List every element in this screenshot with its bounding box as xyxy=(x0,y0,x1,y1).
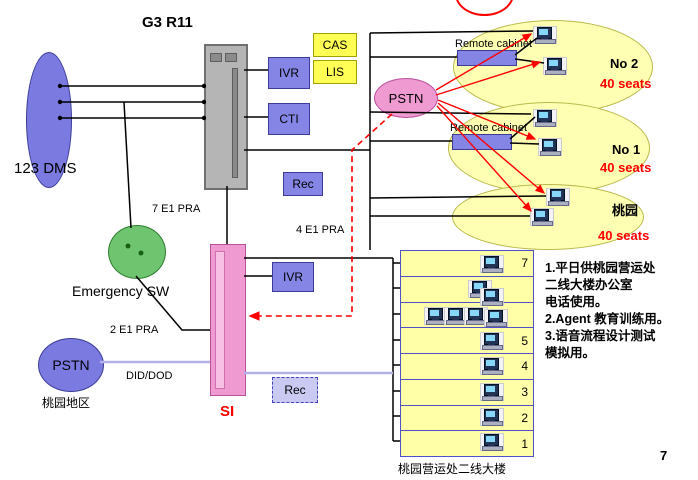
switch-groove xyxy=(232,68,238,178)
note-line: 1.平日供桃园营运处 xyxy=(545,261,656,275)
workstation-icon xyxy=(464,307,488,325)
seat-row-number: 4 xyxy=(521,359,528,374)
switch-vent-slot xyxy=(210,53,222,62)
workstation-icon xyxy=(533,26,557,44)
seat-row-number: 1 xyxy=(521,436,528,451)
workstation-icon xyxy=(533,109,557,127)
seat-row-number: 3 xyxy=(521,385,528,400)
si-switch-node xyxy=(210,244,246,396)
workstation-icon xyxy=(484,309,508,327)
site-seats-no1: 40 seats xyxy=(600,160,652,175)
si-label: SI xyxy=(220,403,235,420)
workstation-icon xyxy=(480,433,504,451)
workstation-icon xyxy=(480,357,504,375)
site-seats-taoyuan: 40 seats xyxy=(598,228,650,243)
remote-cabinet-label: Remote cabinet xyxy=(450,122,528,134)
workstation-icon xyxy=(480,332,504,350)
seat-row: 4 xyxy=(401,354,533,380)
remote-cabinet-label: Remote cabinet xyxy=(455,38,533,50)
note-line: 二线大楼办公室 xyxy=(545,278,633,292)
workstation-icon xyxy=(530,208,554,226)
region-label: 桃园地区 xyxy=(42,396,91,410)
seat-row-number: 2 xyxy=(521,410,528,425)
pstn-top-node: PSTN xyxy=(374,78,438,118)
seat-row xyxy=(401,303,533,329)
cti-box: CTI xyxy=(268,103,310,135)
rec-top-box: Rec xyxy=(283,172,323,196)
trunk-label-2e1: 2 E1 PRA xyxy=(110,324,159,336)
emergency-sw-node xyxy=(108,225,166,279)
seat-row-number: 5 xyxy=(521,333,528,348)
red-highlight-arc xyxy=(455,0,514,16)
page-number: 7 xyxy=(660,448,668,463)
building-caption: 桃园营运处二线大楼 xyxy=(398,462,507,476)
building-seat-table: 7 5 4 3 2 1 xyxy=(400,250,534,457)
seat-row: 3 xyxy=(401,380,533,406)
dms-node xyxy=(26,52,72,188)
workstation-icon xyxy=(543,57,567,75)
rec-bottom-box: Rec xyxy=(272,377,318,403)
note-line: 电话使用。 xyxy=(545,295,608,309)
trunk-label-7e1: 7 E1 PRA xyxy=(152,203,201,215)
ivr-bottom-box: IVR xyxy=(272,262,314,292)
seat-row xyxy=(401,277,533,303)
switch-vent-slot xyxy=(225,53,237,62)
seat-row: 5 xyxy=(401,328,533,354)
workstation-icon xyxy=(480,255,504,273)
site-name-no2: No 2 xyxy=(610,56,639,71)
remote-cabinet-box xyxy=(457,50,517,66)
workstation-icon xyxy=(444,307,468,325)
seat-row-number: 7 xyxy=(521,256,528,271)
si-groove xyxy=(215,251,225,389)
trunk-label-4e1: 4 E1 PRA xyxy=(296,224,345,236)
note-line: 3.语音流程设计测试 xyxy=(545,329,656,343)
dms-label: 123 DMS xyxy=(14,160,77,177)
emergency-sw-label: Emergency SW xyxy=(72,283,170,299)
note-line: 2.Agent 教育训练用。 xyxy=(545,312,670,326)
site-name-no1: No 1 xyxy=(612,142,641,157)
note-line: 模拟用。 xyxy=(545,346,596,360)
g3-switch-node xyxy=(204,44,248,190)
site-name-taoyuan: 桃园 xyxy=(612,203,639,218)
seat-row: 1 xyxy=(401,431,533,456)
seat-row: 7 xyxy=(401,251,533,277)
cas-box: CAS xyxy=(313,33,357,57)
trunk-label-diddod: DID/DOD xyxy=(126,370,173,382)
workstation-icon xyxy=(480,408,504,426)
site-seats-no2: 40 seats xyxy=(600,76,652,91)
workstation-icon xyxy=(424,307,448,325)
ivr-top-box: IVR xyxy=(268,57,310,89)
pstn-bottom-node: PSTN xyxy=(38,338,104,392)
lis-box: LIS xyxy=(313,60,357,84)
remote-cabinet-box xyxy=(452,134,512,150)
diagram-title: G3 R11 xyxy=(142,14,193,31)
workstation-icon xyxy=(480,288,504,306)
workstation-icon xyxy=(546,188,570,206)
workstation-icon xyxy=(538,138,562,156)
notes-block: 1.平日供桃园营运处 二线大楼办公室 电话使用。 2.Agent 教育训练用。 … xyxy=(545,260,697,362)
workstation-icon xyxy=(480,383,504,401)
seat-row: 2 xyxy=(401,406,533,432)
